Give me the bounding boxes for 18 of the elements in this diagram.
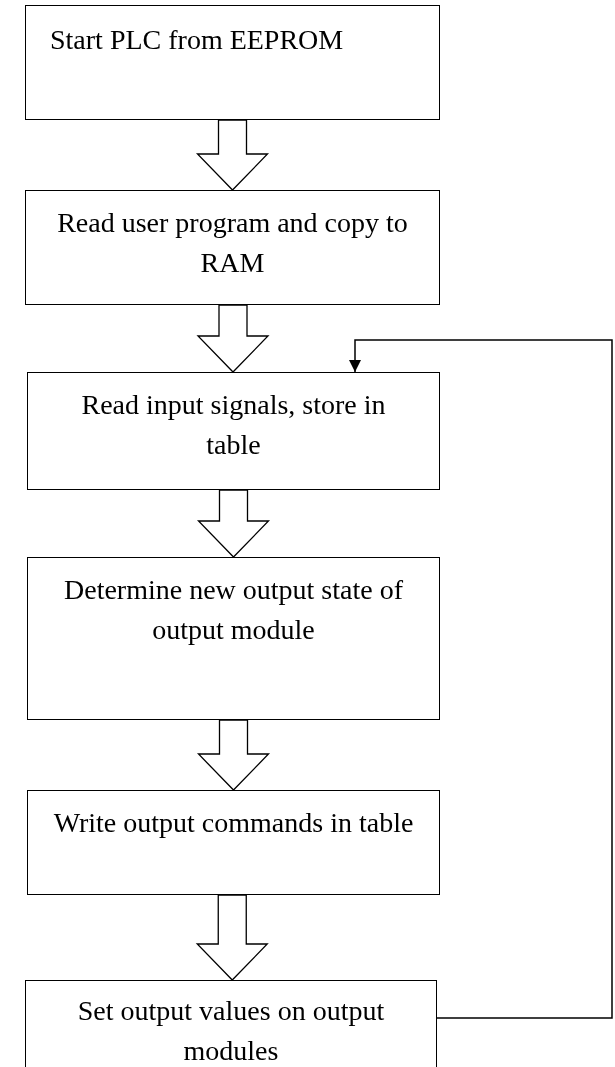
process-box: [27, 790, 440, 895]
block-arrow: [196, 304, 270, 373]
process-box: [27, 557, 440, 720]
block-arrow: [196, 719, 271, 791]
block-arrow: [195, 119, 270, 191]
loop-arrow: [349, 339, 613, 1019]
process-box: [25, 980, 437, 1067]
step-text: Read input signals, store in table: [80, 388, 387, 462]
process-box: [25, 5, 440, 120]
step-text: Read user program and copy to RAM: [56, 206, 409, 280]
block-arrow: [195, 894, 269, 981]
block-arrow: [196, 489, 271, 558]
step-text: Determine new output state of output module: [63, 573, 404, 647]
step-text: Set output values on output modules: [76, 994, 386, 1067]
step-text: Write output commands in table: [52, 806, 415, 840]
process-box: [27, 372, 440, 490]
process-box: [25, 190, 440, 305]
step-text: Start PLC from EEPROM: [50, 23, 345, 57]
